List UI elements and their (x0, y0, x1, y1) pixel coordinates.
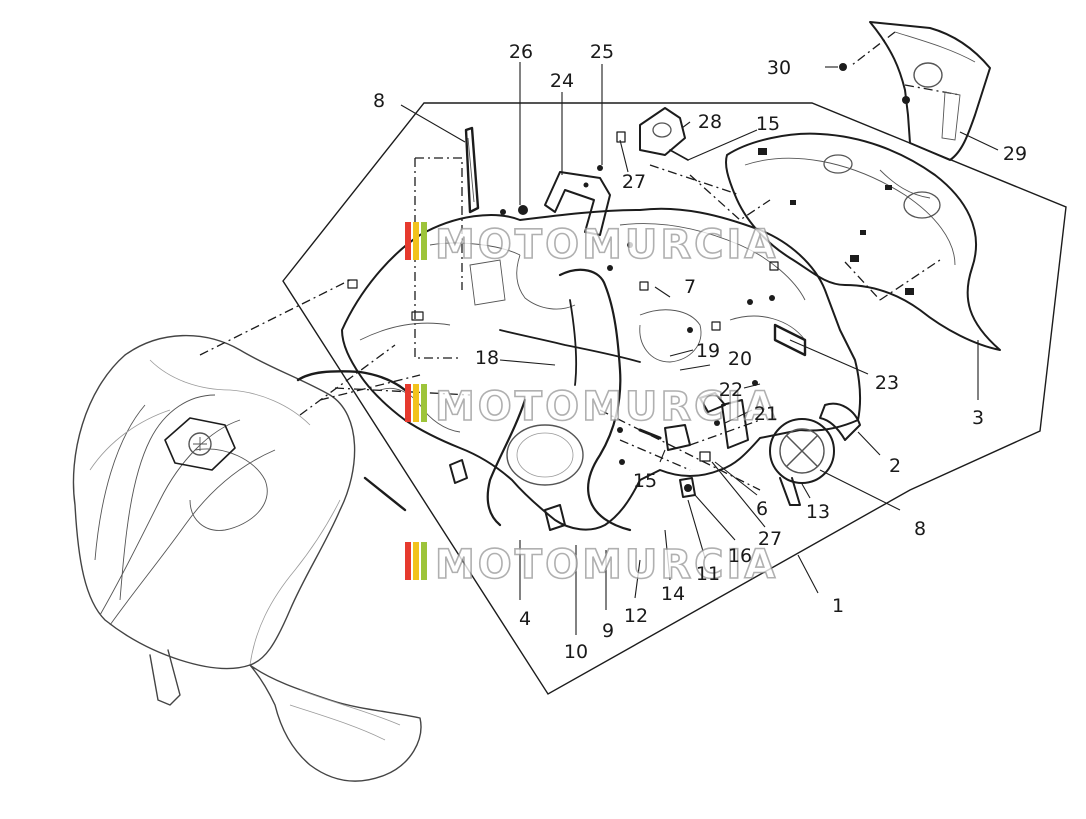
trim-strip-part-8 (464, 126, 480, 214)
callout-15-mid: 15 (633, 470, 657, 492)
callout-8-top: 8 (373, 90, 385, 112)
cable-routing (296, 268, 641, 532)
callout-13: 13 (806, 501, 830, 523)
inner-panel-part-1 (341, 207, 862, 531)
callout-11: 11 (696, 563, 720, 585)
watermark-stripe-green (421, 222, 427, 260)
callout-12: 12 (624, 605, 648, 627)
callout-2: 2 (889, 455, 901, 477)
callout-1: 1 (832, 595, 844, 617)
callout-3: 3 (972, 407, 984, 429)
front-shield (72, 334, 422, 782)
callout-labels: 1 2 3 4 6 7 8 8 9 10 11 12 13 14 15 15 1… (373, 41, 1027, 663)
callout-4: 4 (519, 608, 531, 630)
callout-23: 23 (875, 372, 899, 394)
callout-15-top: 15 (756, 113, 780, 135)
assembly-frame (282, 102, 1067, 695)
bracket-part-24 (500, 165, 611, 236)
watermark-stripe-yellow (413, 542, 419, 580)
callout-29: 29 (1003, 143, 1027, 165)
top-cover-part-29 (839, 21, 991, 161)
watermark-text: MOTOMURCIA (435, 542, 778, 588)
watermark-stripe-red (405, 542, 411, 580)
callout-21: 21 (754, 403, 778, 425)
callout-14: 14 (661, 583, 685, 605)
callout-7: 7 (684, 276, 696, 298)
watermark-stripe-yellow (413, 222, 419, 260)
watermark-text: MOTOMURCIA (435, 384, 778, 430)
upper-shell-part-3 (725, 132, 1001, 351)
callout-30: 30 (767, 57, 791, 79)
watermark-text: MOTOMURCIA (435, 222, 778, 268)
leader-lines (400, 62, 999, 635)
callout-8-right: 8 (914, 518, 926, 540)
watermark-3: MOTOMURCIA (405, 541, 778, 589)
callout-24: 24 (550, 70, 574, 92)
callout-19: 19 (696, 340, 720, 362)
callout-18: 18 (475, 347, 499, 369)
callout-9: 9 (602, 620, 614, 642)
callout-20: 20 (728, 348, 752, 370)
callout-27-top: 27 (622, 171, 646, 193)
watermark-1: MOTOMURCIA (405, 221, 778, 269)
callout-10: 10 (564, 641, 588, 663)
callout-16: 16 (728, 545, 752, 567)
watermark-stripe-green (421, 542, 427, 580)
air-duct-parts (769, 402, 861, 506)
bracket-part-28 (616, 107, 689, 161)
watermark-stripe-yellow (413, 384, 419, 422)
callout-22: 22 (719, 379, 743, 401)
watermark-stripe-green (421, 384, 427, 422)
callout-25: 25 (590, 41, 614, 63)
callout-27-bottom: 27 (758, 528, 782, 550)
callout-6: 6 (756, 498, 768, 520)
callout-28: 28 (698, 111, 722, 133)
watermark-stripe-red (405, 222, 411, 260)
watermark-stripe-red (405, 384, 411, 422)
callout-26: 26 (509, 41, 533, 63)
watermark-2: MOTOMURCIA (405, 383, 778, 431)
small-hardware (449, 323, 807, 531)
